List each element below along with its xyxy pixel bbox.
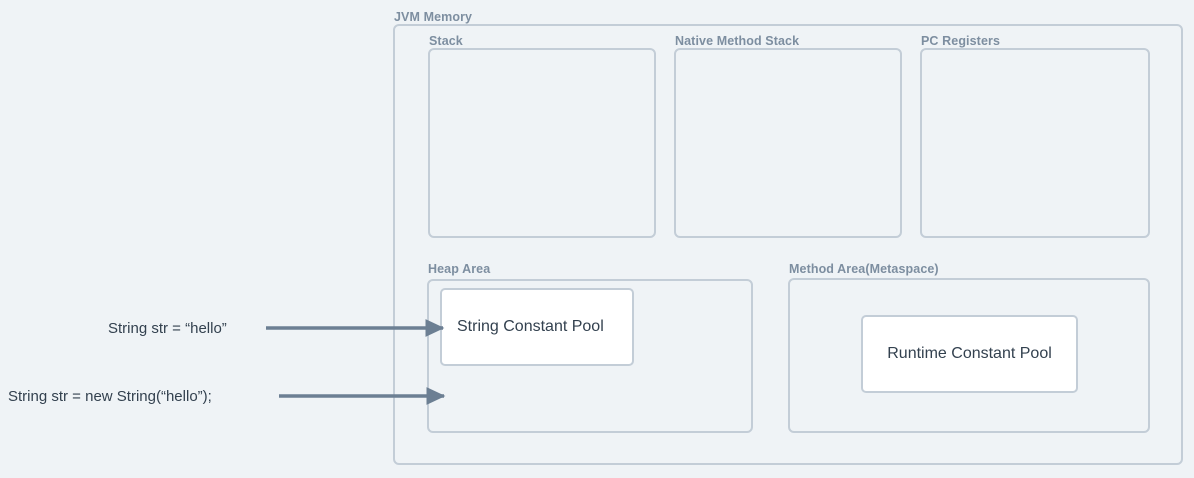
jvm-memory-label: JVM Memory	[394, 10, 473, 24]
pc-registers-container	[920, 48, 1150, 238]
string-constant-pool-node: String Constant Pool	[440, 288, 634, 366]
stack-label: Stack	[429, 34, 463, 48]
code-label-string-new: String str = new String(“hello”);	[8, 388, 212, 405]
method-area-container	[788, 278, 1150, 433]
heap-area-container	[427, 279, 753, 433]
string-constant-pool-label: String Constant Pool	[457, 318, 604, 336]
stack-container	[428, 48, 656, 238]
native-method-stack-label: Native Method Stack	[675, 34, 800, 48]
pc-registers-label: PC Registers	[921, 34, 1001, 48]
native-method-stack-container	[674, 48, 902, 238]
runtime-constant-pool-node: Runtime Constant Pool	[861, 315, 1078, 393]
jvm-memory-container	[393, 24, 1183, 465]
heap-area-label: Heap Area	[428, 262, 491, 276]
code-label-string-literal: String str = “hello”	[108, 320, 227, 337]
method-area-label: Method Area(Metaspace)	[789, 262, 939, 276]
runtime-constant-pool-label: Runtime Constant Pool	[887, 345, 1052, 363]
